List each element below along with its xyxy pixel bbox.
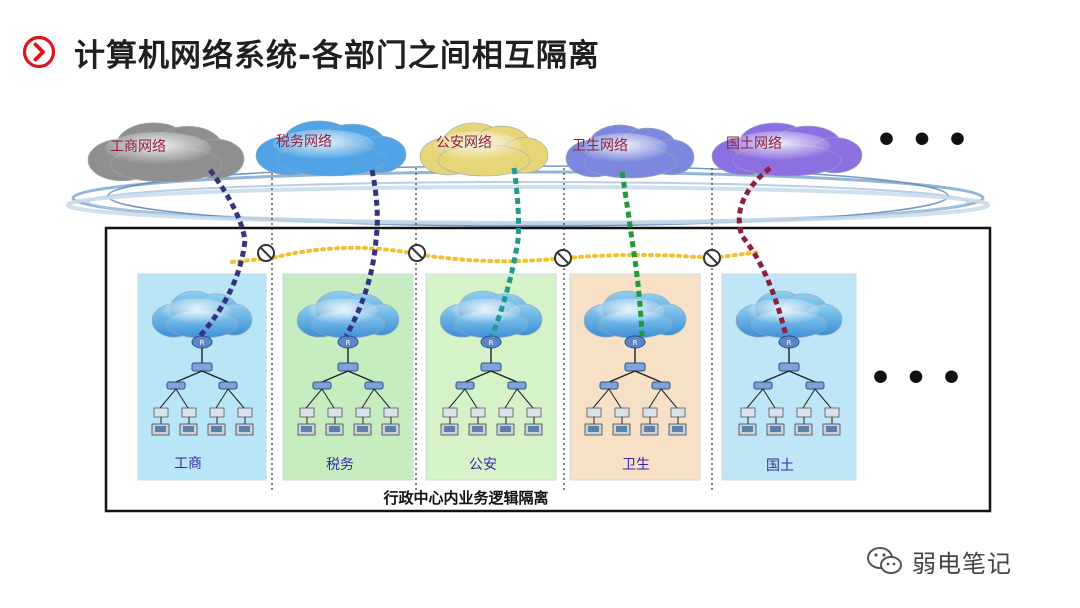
watermark-text: 弱电笔记 [912,544,1012,579]
computer-screen [528,426,539,432]
access-switch-icon [652,382,670,389]
phone-icon [587,408,601,417]
cloud-highlight [595,298,664,324]
isolation-block-icon [555,250,571,266]
phone-icon [671,408,685,417]
router-label: R [633,339,638,347]
access-switch-icon [806,382,824,389]
computer-screen [239,426,250,432]
department-panel: R [722,274,856,480]
network-cloud-label: 工商网络 [110,139,166,155]
network-cloud-label: 公安网络 [436,135,492,151]
phone-icon [825,408,839,417]
isolation-block-icon [704,250,720,266]
computer-screen [444,426,455,432]
phone-icon [443,408,457,417]
cloud-highlight [308,298,377,324]
computer-screen [385,426,396,432]
core-switch-icon [192,363,212,371]
phone-icon [797,408,811,417]
isolation-block-icon [258,245,274,261]
access-switch-icon [754,382,772,389]
phone-icon [238,408,252,417]
access-switch-icon [219,382,237,389]
router-label: R [787,339,792,347]
computer-screen [472,426,483,432]
phone-icon [356,408,370,417]
router-label: R [200,339,205,347]
core-switch-icon [338,363,358,371]
department-label: 国土 [766,458,794,474]
phone-icon [643,408,657,417]
department-panel: R [138,274,266,480]
access-switch-icon [600,382,618,389]
phone-icon [328,408,342,417]
computer-screen [357,426,368,432]
department-label: 公安 [469,457,497,473]
core-switch-icon [779,363,799,371]
department-panel: R [283,274,413,480]
phone-icon [384,408,398,417]
department-panel: R [426,274,556,480]
router-label: R [489,339,494,347]
computer-screen [588,426,599,432]
wechat-icon [866,545,904,577]
watermark: 弱电笔记 [866,544,1012,578]
computer-screen [826,426,837,432]
access-switch-icon [313,382,331,389]
access-switch-icon [508,382,526,389]
department-label: 卫生 [622,457,650,473]
phone-icon [210,408,224,417]
computer-screen [329,426,340,432]
computer-screen [183,426,194,432]
core-switch-icon [481,363,501,371]
phone-icon [182,408,196,417]
computer-screen [211,426,222,432]
department-panel: R [570,274,700,480]
computer-screen [742,426,753,432]
cloud-highlight [451,298,520,324]
network-cloud-label: 国土网络 [726,136,782,152]
access-switch-icon [456,382,474,389]
department-label: 税务 [326,457,354,473]
router-label: R [346,339,351,347]
computer-screen [798,426,809,432]
more-indicator: • • • [869,358,963,399]
phone-icon [499,408,513,417]
isolation-block-icon [409,245,425,261]
access-switch-icon [365,382,383,389]
core-switch-icon [625,363,645,371]
phone-icon [769,408,783,417]
isolation-box-label: 行政中心内业务逻辑隔离 [382,489,548,507]
isolation-dotted-path [232,248,760,262]
computer-screen [155,426,166,432]
ring-stroke [68,187,988,223]
phone-icon [154,408,168,417]
computer-screen [616,426,627,432]
computer-screen [500,426,511,432]
phone-icon [471,408,485,417]
computer-screen [770,426,781,432]
phone-icon [527,408,541,417]
phone-icon [300,408,314,417]
more-indicator: • • • [875,120,969,161]
access-switch-icon [167,382,185,389]
network-cloud-label: 税务网络 [276,134,332,150]
department-label: 工商 [174,456,202,472]
phone-icon [741,408,755,417]
network-cloud-label: 卫生网络 [572,138,628,154]
computer-screen [672,426,683,432]
computer-screen [644,426,655,432]
phone-icon [615,408,629,417]
computer-screen [301,426,312,432]
